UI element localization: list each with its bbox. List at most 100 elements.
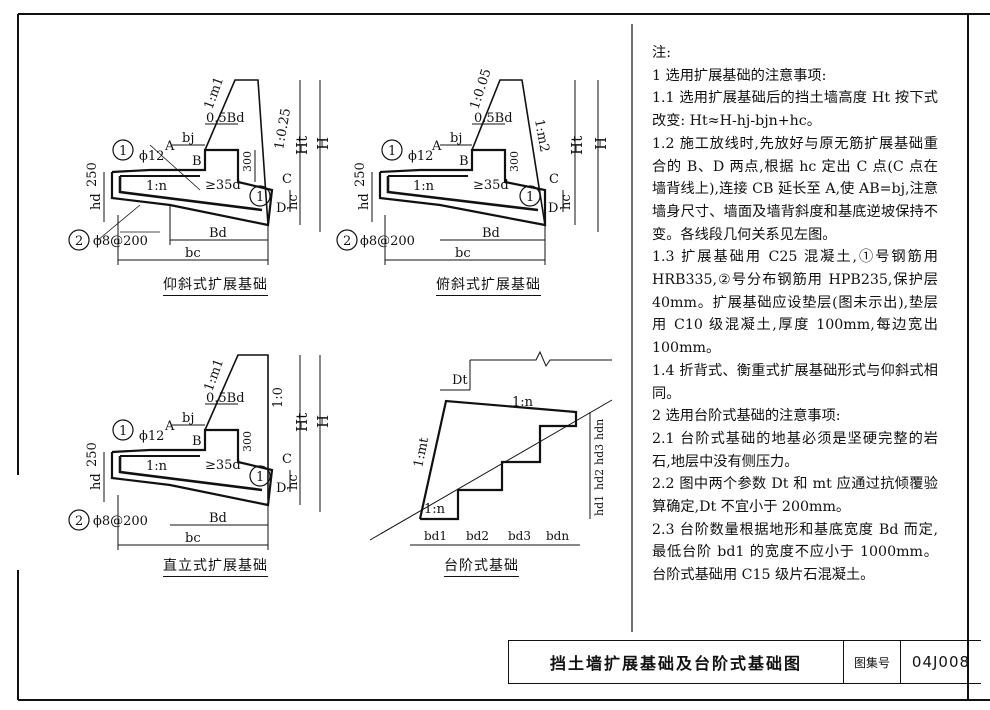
svg-text:1:mt: 1:mt (411, 435, 432, 468)
note-item: 1.4 折背式、衡重式扩展基础形式与仰斜式相同。 (652, 362, 938, 402)
svg-text:A: A (164, 139, 175, 154)
note-item: 2.2 图中两个参数 Dt 和 mt 应通过抗倾覆验算确定,Dt 不宜小于 20… (652, 476, 938, 516)
svg-text:2: 2 (75, 234, 83, 249)
note-item: 1.3 扩展基础用 C25 混凝土,①号钢筋用 HRB335,②号分布钢筋用 H… (652, 249, 938, 357)
svg-text:300: 300 (241, 431, 254, 452)
svg-text:hc: hc (286, 194, 301, 210)
svg-text:hd1: hd1 (593, 495, 606, 516)
svg-text:1:0: 1:0 (271, 387, 286, 408)
svg-text:2: 2 (343, 234, 351, 249)
svg-text:B: B (459, 154, 469, 169)
diagram-downward-slope (336, 79, 599, 265)
svg-text:D: D (276, 201, 286, 216)
svg-text:≥35d: ≥35d (205, 178, 241, 193)
notes-panel: 注: 1 选用扩展基础的注意事项: 1.1 选用扩展基础后的挡土墙高度 Ht 按… (652, 42, 938, 587)
svg-text:hd: hd (89, 473, 104, 490)
svg-text:ϕ12: ϕ12 (408, 149, 433, 164)
svg-text:ϕ12: ϕ12 (139, 149, 164, 164)
svg-text:1: 1 (119, 144, 127, 159)
diagram-downward-slope-labels: 1:0.05 1:m2 1:n 0.5Bd bj ϕ12 250 300 ≥35… (343, 67, 610, 261)
title-block: 挡土墙扩展基础及台阶式基础图 图集号 04J008 (508, 640, 981, 684)
callout-1b (249, 185, 271, 207)
svg-text:1:n: 1:n (146, 179, 168, 194)
wall-body-3 (204, 354, 269, 500)
svg-text:Bd: Bd (482, 226, 500, 241)
svg-text:Ht: Ht (293, 136, 311, 155)
note-item: 2 选用台阶式基础的注意事项: (652, 408, 841, 425)
diagram-stepped-labels: Dt 1:n 1:mt 1:n hdn hd3 hd2 hd1 bd1 bd2 … (411, 373, 606, 543)
svg-text:hd: hd (357, 193, 372, 210)
svg-text:H: H (314, 137, 332, 150)
caption-upward: 仰斜式扩展基础 (163, 274, 268, 296)
diagram-upward-slope (68, 79, 321, 265)
svg-text:bj: bj (182, 131, 194, 146)
drawing-title: 挡土墙扩展基础及台阶式基础图 (509, 641, 844, 683)
svg-text:bj: bj (450, 131, 462, 146)
svg-text:1:m2: 1:m2 (531, 118, 552, 153)
wall-body-2 (471, 79, 546, 226)
svg-text:hd3: hd3 (593, 444, 606, 465)
footing-outline (110, 148, 274, 227)
svg-text:H: H (314, 415, 332, 428)
svg-text:hc: hc (559, 194, 574, 210)
diagram-upward-slope-labels: 1:m1 1:0.25 1:n 0.5Bd bj ϕ12 250 300 ≥35… (75, 75, 332, 261)
callout-1a (112, 139, 134, 161)
stepped-footing-outline (418, 399, 578, 521)
svg-text:C: C (282, 452, 292, 467)
svg-text:ϕ8@200: ϕ8@200 (93, 514, 148, 529)
note-item: 2.3 台阶数量根据地形和基底宽度 Bd 而定,最低台阶 bd1 的宽度不应小于… (652, 521, 938, 584)
svg-text:≥35d: ≥35d (205, 458, 241, 473)
svg-text:A: A (431, 139, 442, 154)
atlas-label: 图集号 (844, 641, 901, 683)
svg-text:Ht: Ht (293, 413, 311, 432)
note-item: 1.2 施工放线时,先放好与原无筋扩展基础重合的 B、D 两点,根据 hc 定出… (652, 135, 938, 243)
svg-text:bc: bc (185, 531, 201, 546)
diagram-vertical (68, 354, 321, 550)
callout-2 (68, 229, 90, 251)
svg-text:1: 1 (526, 190, 534, 205)
note-header: 注: (652, 45, 671, 61)
svg-text:hc: hc (286, 474, 301, 490)
svg-text:ϕ8@200: ϕ8@200 (360, 234, 415, 249)
svg-text:B: B (192, 154, 202, 169)
svg-text:1:n: 1:n (424, 502, 446, 517)
svg-text:bdn: bdn (546, 529, 569, 543)
svg-text:0.5Bd: 0.5Bd (206, 111, 245, 126)
svg-text:C: C (549, 172, 559, 187)
svg-text:Ht: Ht (568, 136, 586, 155)
diagram-stepped (369, 350, 613, 546)
svg-text:Dt: Dt (452, 373, 468, 388)
svg-text:Bd: Bd (209, 226, 227, 241)
svg-text:1:n: 1:n (413, 179, 435, 194)
svg-text:ϕ8@200: ϕ8@200 (93, 234, 148, 249)
svg-text:B: B (192, 434, 202, 449)
svg-text:250: 250 (85, 442, 100, 467)
svg-text:hd2: hd2 (593, 469, 606, 490)
svg-text:bd3: bd3 (508, 529, 531, 543)
wall-body (204, 79, 269, 226)
note-item: 2.1 台阶式基础的地基必须是坚硬完整的岩石,地层中没有侧压力。 (652, 430, 938, 470)
svg-text:A: A (164, 419, 175, 434)
svg-text:2: 2 (75, 514, 83, 529)
svg-text:0.5Bd: 0.5Bd (474, 111, 513, 126)
svg-text:H: H (592, 137, 610, 150)
svg-text:D: D (548, 201, 558, 216)
svg-text:1:0.25: 1:0.25 (272, 107, 294, 151)
svg-text:300: 300 (508, 151, 521, 172)
svg-text:1: 1 (256, 190, 264, 205)
svg-text:1:n: 1:n (146, 459, 168, 474)
svg-text:≥35d: ≥35d (473, 178, 509, 193)
svg-text:1:n: 1:n (512, 395, 534, 410)
svg-text:hd: hd (89, 193, 104, 210)
svg-text:bj: bj (182, 411, 194, 426)
ground-line (369, 399, 613, 541)
caption-vertical: 直立式扩展基础 (163, 555, 268, 577)
svg-text:250: 250 (85, 162, 100, 187)
svg-text:250: 250 (353, 162, 368, 187)
footing-outline-2 (378, 148, 547, 227)
svg-text:Bd: Bd (209, 511, 227, 526)
diagram-vertical-labels: 1:m1 1:0 1:n 0.5Bd bj ϕ12 250 300 ≥35d h… (75, 357, 332, 546)
svg-text:1: 1 (256, 470, 264, 485)
